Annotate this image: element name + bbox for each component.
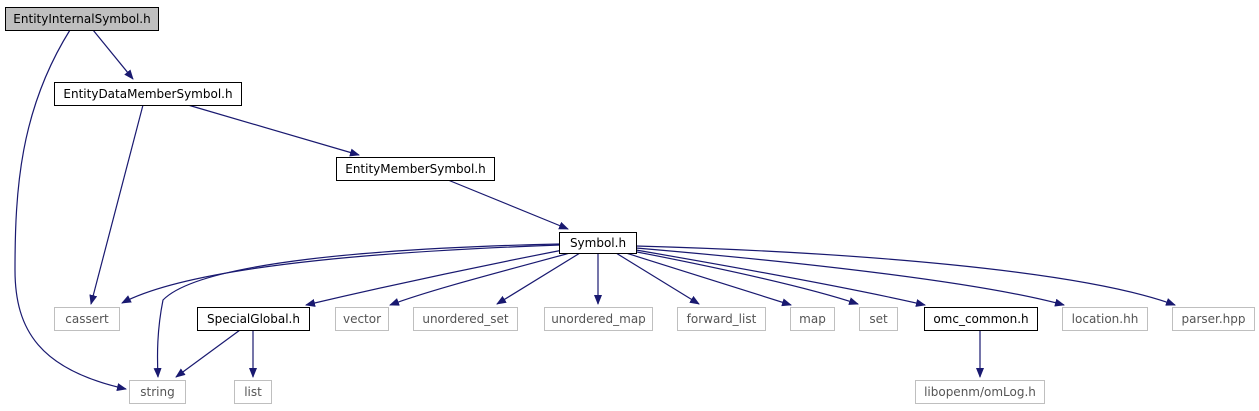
edge-symbol-to-cassert bbox=[121, 244, 561, 304]
node-label: parser.hpp bbox=[1181, 312, 1245, 326]
edge-arrow bbox=[92, 29, 134, 80]
node-libopenm-omlog: libopenm/omLog.h bbox=[915, 380, 1045, 404]
node-box bbox=[413, 307, 518, 331]
node-box bbox=[677, 307, 766, 331]
node-label: unordered_set bbox=[422, 312, 509, 326]
edges-layer bbox=[14, 29, 1176, 391]
node-label: EntityDataMemberSymbol.h bbox=[63, 87, 232, 101]
node-box bbox=[197, 307, 310, 331]
node-box bbox=[335, 307, 389, 331]
node-box bbox=[924, 307, 1038, 331]
node-label: forward_list bbox=[687, 312, 757, 326]
edge-arrow bbox=[615, 252, 700, 305]
node-box bbox=[1172, 307, 1255, 331]
edge-arrow bbox=[187, 104, 360, 157]
node-box bbox=[129, 380, 186, 404]
node-label: location.hh bbox=[1072, 312, 1139, 326]
node-location: location.hh bbox=[1062, 307, 1148, 331]
edge-arrow bbox=[631, 250, 859, 305]
edge-entity_internal_symbol-to-entity_data_member_symbol bbox=[92, 29, 134, 80]
edge-arrow bbox=[89, 104, 144, 305]
node-label: vector bbox=[343, 312, 381, 326]
node-label: unordered_map bbox=[551, 312, 646, 326]
node-label: list bbox=[244, 385, 262, 399]
node-label: map bbox=[799, 312, 826, 326]
node-box bbox=[1062, 307, 1148, 331]
node-label: SpecialGlobal.h bbox=[207, 312, 300, 326]
edge-entity_data_member_symbol-to-cassert bbox=[89, 104, 144, 305]
node-vector: vector bbox=[335, 307, 389, 331]
edge-symbol-to-special_global bbox=[305, 249, 564, 307]
node-label: cassert bbox=[65, 312, 109, 326]
edge-arrow bbox=[625, 252, 792, 307]
edge-symbol-to-set bbox=[631, 250, 859, 305]
edge-symbol-to-vector bbox=[389, 252, 571, 306]
node-box bbox=[54, 82, 242, 106]
node-map: map bbox=[790, 307, 835, 331]
node-cassert: cassert bbox=[54, 307, 120, 331]
node-list: list bbox=[234, 380, 272, 404]
edge-arrow bbox=[305, 249, 564, 307]
edge-arrow bbox=[635, 249, 926, 307]
edge-symbol-to-parser bbox=[635, 245, 1176, 306]
edge-arrow bbox=[389, 252, 571, 306]
node-unordered-map: unordered_map bbox=[544, 307, 653, 331]
edge-arrow bbox=[496, 252, 581, 305]
node-label: string bbox=[140, 385, 174, 399]
node-box bbox=[54, 307, 120, 331]
edge-arrow bbox=[121, 244, 561, 304]
node-forward-list: forward_list bbox=[677, 307, 766, 331]
node-symbol[interactable]: Symbol.h bbox=[559, 232, 637, 254]
nodes-layer: EntityInternalSymbol.hEntityDataMemberSy… bbox=[5, 7, 1255, 404]
edge-entity_internal_symbol-to-string bbox=[14, 29, 127, 391]
node-label: EntityMemberSymbol.h bbox=[345, 162, 486, 176]
edge-arrow bbox=[14, 29, 127, 391]
edge-symbol-to-unordered_set bbox=[496, 252, 581, 305]
node-set: set bbox=[859, 307, 898, 331]
edge-arrow bbox=[153, 243, 561, 378]
node-box bbox=[790, 307, 835, 331]
edge-arrow bbox=[447, 179, 569, 230]
edge-symbol-to-location bbox=[635, 247, 1065, 307]
node-parser: parser.hpp bbox=[1172, 307, 1255, 331]
node-label: EntityInternalSymbol.h bbox=[13, 12, 150, 26]
node-entity-data-member-symbol[interactable]: EntityDataMemberSymbol.h bbox=[54, 82, 242, 106]
node-label: omc_common.h bbox=[933, 312, 1028, 326]
node-omc-common[interactable]: omc_common.h bbox=[924, 307, 1038, 331]
node-label: Symbol.h bbox=[570, 236, 626, 250]
node-box bbox=[5, 7, 159, 31]
node-box bbox=[859, 307, 898, 331]
edge-entity_member_symbol-to-symbol bbox=[447, 179, 569, 230]
node-box bbox=[544, 307, 653, 331]
edge-symbol-to-forward_list bbox=[615, 252, 700, 305]
node-label: libopenm/omLog.h bbox=[924, 385, 1036, 399]
node-label: set bbox=[869, 312, 888, 326]
node-special-global[interactable]: SpecialGlobal.h bbox=[197, 307, 310, 331]
node-entity-internal-symbol[interactable]: EntityInternalSymbol.h bbox=[5, 7, 159, 31]
edge-symbol-to-string bbox=[153, 243, 561, 378]
node-box bbox=[336, 157, 495, 181]
node-box bbox=[915, 380, 1045, 404]
node-unordered-set: unordered_set bbox=[413, 307, 518, 331]
node-box bbox=[234, 380, 272, 404]
edge-arrow bbox=[175, 329, 241, 378]
edge-arrow bbox=[635, 247, 1065, 307]
node-string: string bbox=[129, 380, 186, 404]
edge-symbol-to-map bbox=[625, 252, 792, 307]
edge-arrow bbox=[635, 245, 1176, 306]
edge-special_global-to-string bbox=[175, 329, 241, 378]
edge-entity_data_member_symbol-to-entity_member_symbol bbox=[187, 104, 360, 157]
edge-symbol-to-omc_common bbox=[635, 249, 926, 307]
node-entity-member-symbol[interactable]: EntityMemberSymbol.h bbox=[336, 157, 495, 181]
node-box bbox=[559, 232, 637, 254]
